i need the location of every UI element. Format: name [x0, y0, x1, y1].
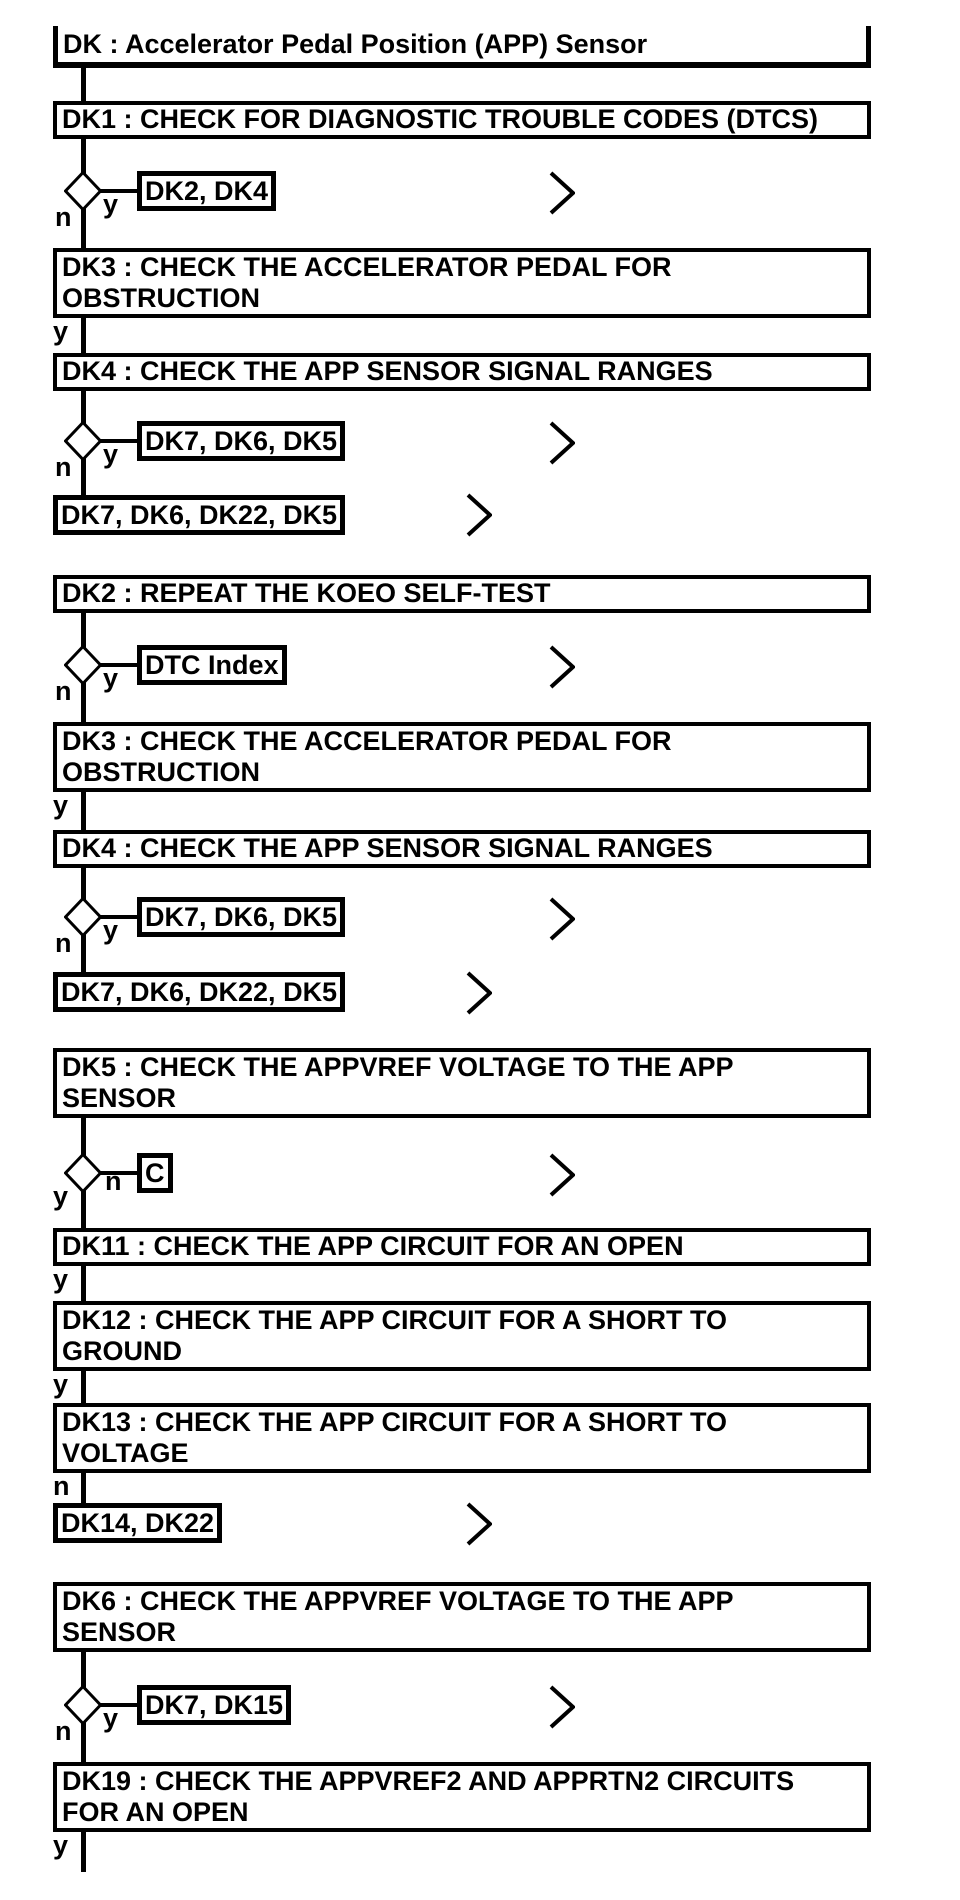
step-text: DK2 : REPEAT THE KOEO SELF-TEST — [62, 578, 551, 608]
branch-label-yes: y — [103, 1703, 119, 1733]
step-box-dk2: DK2 : REPEAT THE KOEO SELF-TEST — [53, 575, 871, 613]
step-text: SENSOR — [62, 1617, 177, 1647]
ref-box-dtc-index: DTC Index — [137, 645, 287, 685]
step-text: DK6 : CHECK THE APPVREF VOLTAGE TO THE A… — [62, 1586, 734, 1616]
step-text: GROUND — [62, 1336, 182, 1366]
ref-box-dk7-dk6-dk22-dk5-2: DK7, DK6, DK22, DK5 — [53, 972, 346, 1012]
branch-label-no: n — [55, 1716, 72, 1746]
step-box-dk5: DK5 : CHECK THE APPVREF VOLTAGE TO THE A… — [53, 1048, 871, 1118]
branch-label-yes: y — [103, 189, 119, 219]
continue-arrow-icon — [549, 171, 575, 215]
step-text: DK19 : CHECK THE APPVREF2 AND APPRTN2 CI… — [62, 1766, 795, 1796]
connector-line — [81, 1832, 86, 1872]
continue-arrow-icon — [549, 897, 575, 941]
step-box-dk6: DK6 : CHECK THE APPVREF VOLTAGE TO THE A… — [53, 1582, 871, 1652]
connector-line — [100, 1703, 138, 1707]
continue-arrow-icon — [466, 493, 492, 537]
connector-line — [100, 189, 138, 193]
branch-label-no: n — [105, 1166, 122, 1196]
decision-diamond-icon — [64, 897, 102, 937]
step-text: DK5 : CHECK THE APPVREF VOLTAGE TO THE A… — [62, 1052, 734, 1082]
continue-arrow-icon — [466, 1502, 492, 1546]
continue-arrow-icon — [549, 645, 575, 689]
continue-arrow-icon — [549, 421, 575, 465]
step-box-dk12: DK12 : CHECK THE APP CIRCUIT FOR A SHORT… — [53, 1301, 871, 1371]
step-text: DK13 : CHECK THE APP CIRCUIT FOR A SHORT… — [62, 1407, 728, 1437]
step-text: DK3 : CHECK THE ACCELERATOR PEDAL FOR — [62, 726, 672, 756]
connector-line — [81, 1473, 86, 1508]
decision-diamond-icon — [64, 1153, 102, 1193]
step-box-dk1: DK1 : CHECK FOR DIAGNOSTIC TROUBLE CODES… — [53, 101, 871, 139]
decision-diamond-icon — [64, 645, 102, 685]
step-box-dk4-2: DK4 : CHECK THE APP SENSOR SIGNAL RANGES — [53, 830, 871, 868]
ref-box-dk2-dk4: DK2, DK4 — [137, 171, 277, 211]
step-text: OBSTRUCTION — [62, 283, 260, 313]
step-box-dk13: DK13 : CHECK THE APP CIRCUIT FOR A SHORT… — [53, 1403, 871, 1473]
branch-label-yes: y — [53, 316, 69, 346]
connector-line — [100, 439, 138, 443]
connector-line — [81, 1371, 86, 1403]
branch-label-no: n — [53, 1471, 70, 1501]
branch-label-yes: y — [53, 1264, 69, 1294]
decision-diamond-icon — [64, 421, 102, 461]
step-text: DK12 : CHECK THE APP CIRCUIT FOR A SHORT… — [62, 1305, 728, 1335]
step-box-dk3-1: DK3 : CHECK THE ACCELERATOR PEDAL FOR OB… — [53, 248, 871, 318]
branch-label-yes: y — [103, 439, 119, 469]
branch-label-yes: y — [53, 1181, 69, 1211]
step-text: DK3 : CHECK THE ACCELERATOR PEDAL FOR — [62, 252, 672, 282]
branch-label-no: n — [55, 202, 72, 232]
connector-line — [100, 1171, 138, 1175]
branch-label-no: n — [55, 928, 72, 958]
branch-label-no: n — [55, 676, 72, 706]
branch-label-no: n — [55, 452, 72, 482]
branch-label-yes: y — [53, 1830, 69, 1860]
continue-arrow-icon — [549, 1153, 575, 1197]
ref-box-dk7-dk6-dk22-dk5-1: DK7, DK6, DK22, DK5 — [53, 495, 346, 535]
connector-line — [100, 915, 138, 919]
flowchart-title: DK : Accelerator Pedal Position (APP) Se… — [53, 26, 871, 68]
connector-line — [81, 792, 86, 830]
continue-arrow-icon — [466, 971, 492, 1015]
step-box-dk11: DK11 : CHECK THE APP CIRCUIT FOR AN OPEN — [53, 1228, 871, 1266]
step-text: DK1 : CHECK FOR DIAGNOSTIC TROUBLE CODES… — [62, 104, 818, 134]
connector-line — [81, 318, 86, 353]
branch-label-yes: y — [53, 790, 69, 820]
decision-diamond-icon — [64, 1685, 102, 1725]
branch-label-yes: y — [103, 915, 119, 945]
branch-label-yes: y — [53, 1369, 69, 1399]
branch-label-yes: y — [103, 663, 119, 693]
ref-box-dk7-dk6-dk5-1: DK7, DK6, DK5 — [137, 421, 346, 461]
connector-line — [81, 68, 86, 101]
step-text: DK4 : CHECK THE APP SENSOR SIGNAL RANGES — [62, 356, 713, 386]
step-box-dk3-2: DK3 : CHECK THE ACCELERATOR PEDAL FOR OB… — [53, 722, 871, 792]
ref-box-c: C — [137, 1153, 173, 1193]
step-text: FOR AN OPEN — [62, 1797, 249, 1827]
step-text: OBSTRUCTION — [62, 757, 260, 787]
connector-line — [100, 663, 138, 667]
step-text: DK11 : CHECK THE APP CIRCUIT FOR AN OPEN — [62, 1231, 684, 1261]
step-text: SENSOR — [62, 1083, 177, 1113]
step-box-dk4-1: DK4 : CHECK THE APP SENSOR SIGNAL RANGES — [53, 353, 871, 391]
ref-box-dk7-dk15: DK7, DK15 — [137, 1685, 292, 1725]
connector-line — [81, 1266, 86, 1301]
decision-diamond-icon — [64, 171, 102, 211]
step-box-dk19: DK19 : CHECK THE APPVREF2 AND APPRTN2 CI… — [53, 1762, 871, 1832]
ref-box-dk7-dk6-dk5-2: DK7, DK6, DK5 — [137, 897, 346, 937]
step-text: DK4 : CHECK THE APP SENSOR SIGNAL RANGES — [62, 833, 713, 863]
ref-box-dk14-dk22: DK14, DK22 — [53, 1503, 223, 1543]
continue-arrow-icon — [549, 1685, 575, 1729]
step-text: VOLTAGE — [62, 1438, 189, 1468]
